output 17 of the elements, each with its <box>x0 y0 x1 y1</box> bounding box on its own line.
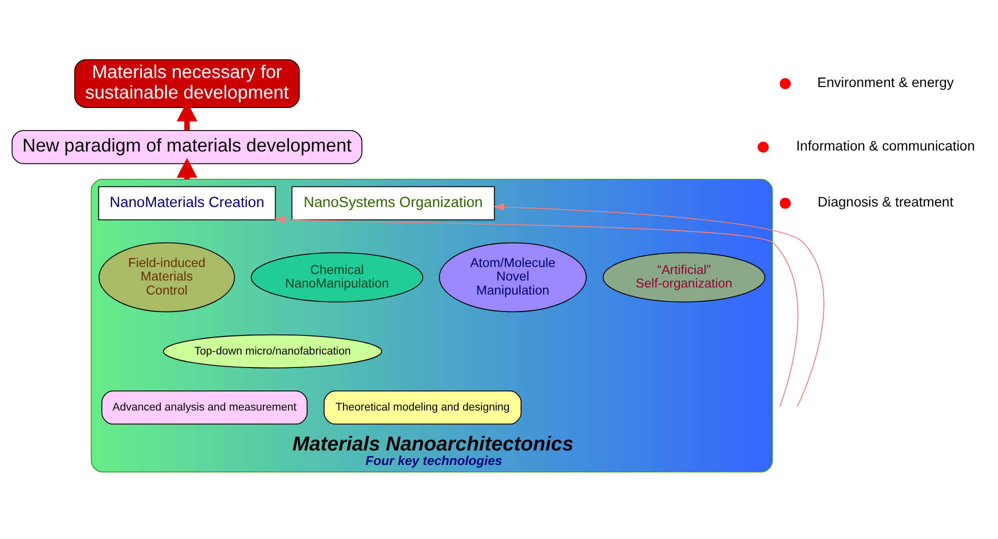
arrow <box>493 203 824 407</box>
node-box: Theoretical modeling and designing <box>324 390 522 425</box>
node-ellipse: Top-down micro/nanofabrication <box>162 334 382 368</box>
node-ellipse: “Artificial” Self-organization <box>602 252 766 302</box>
node-box: New paradigm of materials development <box>12 130 362 164</box>
node-box: Materials necessary for sustainable development <box>74 59 300 108</box>
arrow <box>176 102 198 130</box>
node-ellipse: Field-induced Materials Control <box>98 242 235 312</box>
node-box: Advanced analysis and measurement <box>101 390 308 425</box>
node-ellipse: Atom/Molecule Novel Manipulation <box>438 242 587 312</box>
label: Diagnosis & treatment <box>818 194 954 210</box>
label: Environment & energy <box>817 74 954 90</box>
node-ellipse: Chemical NanoManipulation <box>250 252 424 302</box>
arrow <box>274 216 798 407</box>
node-box: NanoMaterials Creation <box>98 186 276 220</box>
label: Information & communication <box>796 138 975 154</box>
node-box: NanoSystems Organization <box>291 186 495 220</box>
